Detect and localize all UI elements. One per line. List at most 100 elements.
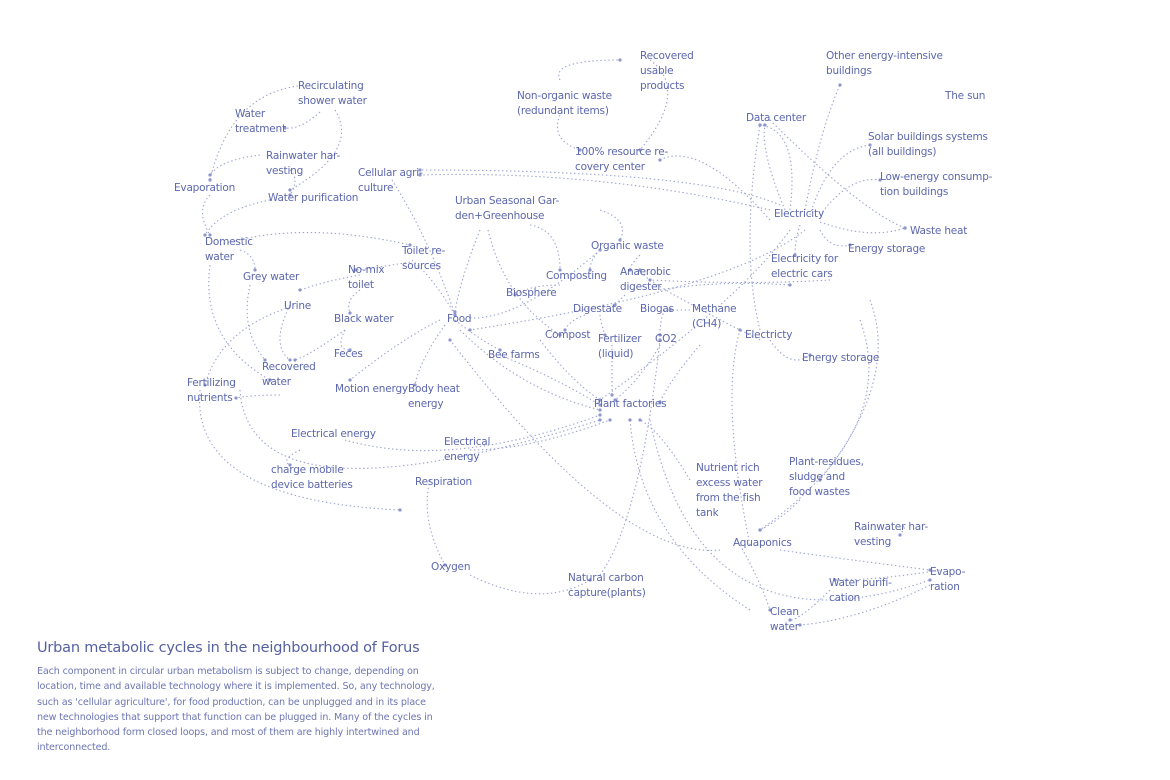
diagram-node: Recovered water	[262, 361, 316, 388]
diagram-node: Plant factories	[594, 398, 667, 410]
arrowhead-icon	[818, 478, 822, 482]
diagram-node: Electricity for electric cars	[771, 253, 838, 280]
diagram-node: Solar buildings systems (all buildings)	[868, 131, 988, 158]
arrowhead-icon	[203, 233, 207, 237]
connector-arrow	[749, 124, 761, 331]
arrowhead-icon	[398, 508, 402, 512]
arrowhead-icon	[513, 293, 517, 297]
arrowhead-icon	[808, 353, 812, 357]
diagram-node: Electricity	[774, 208, 824, 220]
arrowhead-icon	[348, 378, 352, 382]
diagram-node: Non-organic waste (redundant items)	[517, 90, 612, 117]
arrowhead-icon	[348, 348, 352, 352]
diagram-node: Anaerobic digester	[620, 266, 671, 293]
connector-arrow	[246, 284, 266, 361]
diagram-node: Energy storage	[802, 352, 880, 364]
connector-arrow	[204, 199, 271, 236]
connector-arrow	[819, 299, 879, 481]
arrowhead-icon	[838, 83, 842, 87]
diagram-node: Body heat energy	[408, 383, 460, 410]
arrowhead-icon	[208, 178, 212, 182]
connector-arrow	[514, 284, 561, 296]
arrowhead-icon	[413, 383, 417, 387]
diagram-node: The sun	[945, 90, 986, 102]
diagram-node: Evaporation	[174, 182, 236, 194]
connector-arrow	[834, 569, 941, 581]
connector-arrow	[759, 319, 870, 531]
connector-arrow	[348, 289, 361, 314]
diagram-node: Rainwater har- vesting	[266, 150, 341, 177]
connector-arrow	[289, 109, 343, 191]
connector-arrow	[340, 329, 351, 351]
connector-arrow	[649, 419, 931, 601]
diagram-node: Digestate	[573, 303, 622, 315]
arrowhead-icon	[598, 408, 602, 412]
arrowhead-icon	[558, 333, 562, 337]
diagram-description: Each component in circular urban metabol…	[37, 666, 435, 754]
arrowhead-icon	[288, 463, 292, 467]
connector-arrow	[469, 574, 591, 595]
connector-arrow	[558, 59, 621, 81]
connector-arrow	[804, 84, 841, 211]
diagram-node: Biosphere	[506, 287, 557, 299]
diagram-node: Low-energy consump- tion buildings	[880, 171, 993, 198]
connector-arrow	[449, 339, 721, 551]
connector-arrow	[794, 224, 801, 256]
connector-arrow	[419, 169, 781, 206]
arrowhead-icon	[763, 123, 767, 127]
arrowhead-icon	[453, 313, 457, 317]
arrowhead-icon	[288, 358, 292, 362]
arrowhead-icon	[848, 243, 852, 247]
connector-arrow	[454, 229, 481, 313]
diagram-node: charge mobile device batteries	[271, 464, 353, 491]
connector-arrow	[589, 249, 601, 271]
arrowhead-icon	[768, 608, 772, 612]
connector-arrow	[426, 479, 446, 566]
connector-arrow	[819, 178, 881, 216]
arrowhead-icon	[234, 396, 238, 400]
connector-arrow	[204, 306, 291, 386]
arrowhead-icon	[453, 310, 457, 314]
arrowhead-icon	[598, 418, 602, 422]
diagram-node: Organic waste	[591, 240, 664, 252]
diagram-node: Domestic water	[205, 236, 253, 263]
arrowhead-icon	[598, 413, 602, 417]
connector-arrow	[789, 589, 831, 621]
arrowhead-icon	[353, 268, 357, 272]
connector-arrow	[614, 344, 661, 401]
diagram-node: Urine	[284, 300, 312, 312]
arrowhead-icon	[298, 288, 302, 292]
arrowhead-icon	[418, 173, 422, 177]
diagram-node: Oxygen	[431, 561, 471, 573]
arrowhead-icon	[878, 178, 882, 182]
arrowhead-icon	[588, 268, 592, 272]
arrowhead-icon	[608, 418, 612, 422]
arrowhead-icon	[408, 243, 412, 247]
connector-arrow	[659, 344, 701, 403]
connector-arrow	[639, 419, 691, 481]
connector-arrow	[739, 544, 771, 611]
diagram-node: Aquaponics	[733, 537, 792, 549]
connector-arrow	[208, 264, 271, 381]
diagram-node: Water purifi- cation	[829, 577, 892, 604]
arrowhead-icon	[798, 623, 802, 627]
connector-arrow	[235, 394, 281, 399]
connector-arrow	[779, 549, 931, 571]
connector-arrow	[659, 282, 791, 291]
diagram-node: Black water	[334, 313, 394, 325]
arrowhead-icon	[293, 358, 297, 362]
arrowhead-icon	[498, 348, 502, 352]
arrowhead-icon	[903, 226, 907, 230]
connector-arrow	[599, 314, 606, 336]
diagram-node: Fertilizing nutrients	[187, 377, 236, 404]
arrowhead-icon	[603, 333, 607, 337]
arrowhead-icon	[658, 158, 662, 162]
diagram-node: Water purification	[268, 192, 359, 204]
arrowhead-icon	[788, 283, 792, 287]
diagram-node: Waste heat	[910, 225, 968, 237]
connector-arrow	[769, 119, 906, 229]
diagram-node: 100% resource re- covery center	[575, 146, 669, 173]
connector-arrow	[294, 329, 346, 361]
connector-arrow	[209, 154, 261, 176]
arrowhead-icon	[253, 268, 257, 272]
